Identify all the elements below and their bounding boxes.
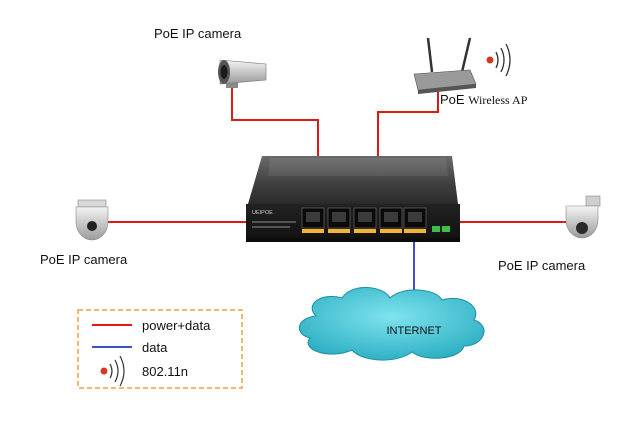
camera-top-label: PoE IP camera [154,26,242,41]
bullet-camera-icon [218,59,267,88]
switch-ports [301,207,450,233]
legend-border [77,309,243,389]
dome-camera-icon [75,199,109,241]
wireless-router-icon [413,37,477,94]
legend-wifi: 802.11n [142,364,188,379]
camera-left-label: PoE IP camera [40,252,128,267]
legend-data: data [142,340,168,355]
camera-right-label: PoE IP camera [498,258,586,273]
switch-brand: UEIPOE [252,210,273,216]
wifi-signal-icon [486,43,511,77]
internet-cloud-icon [299,286,485,361]
legend-wifi-icon [100,355,125,387]
legend: power+data data 802.11n [77,309,243,389]
wireless-ap-label: PoE Wireless AP [440,92,528,107]
line-camera-top [231,88,319,156]
internet-label: INTERNET [387,325,442,337]
poe-switch-icon: UEIPOE [246,156,460,242]
legend-power-data: power+data [142,318,211,333]
line-wireless-ap [377,84,439,156]
ptz-camera-icon [565,195,601,239]
power-data-lines [106,84,568,223]
